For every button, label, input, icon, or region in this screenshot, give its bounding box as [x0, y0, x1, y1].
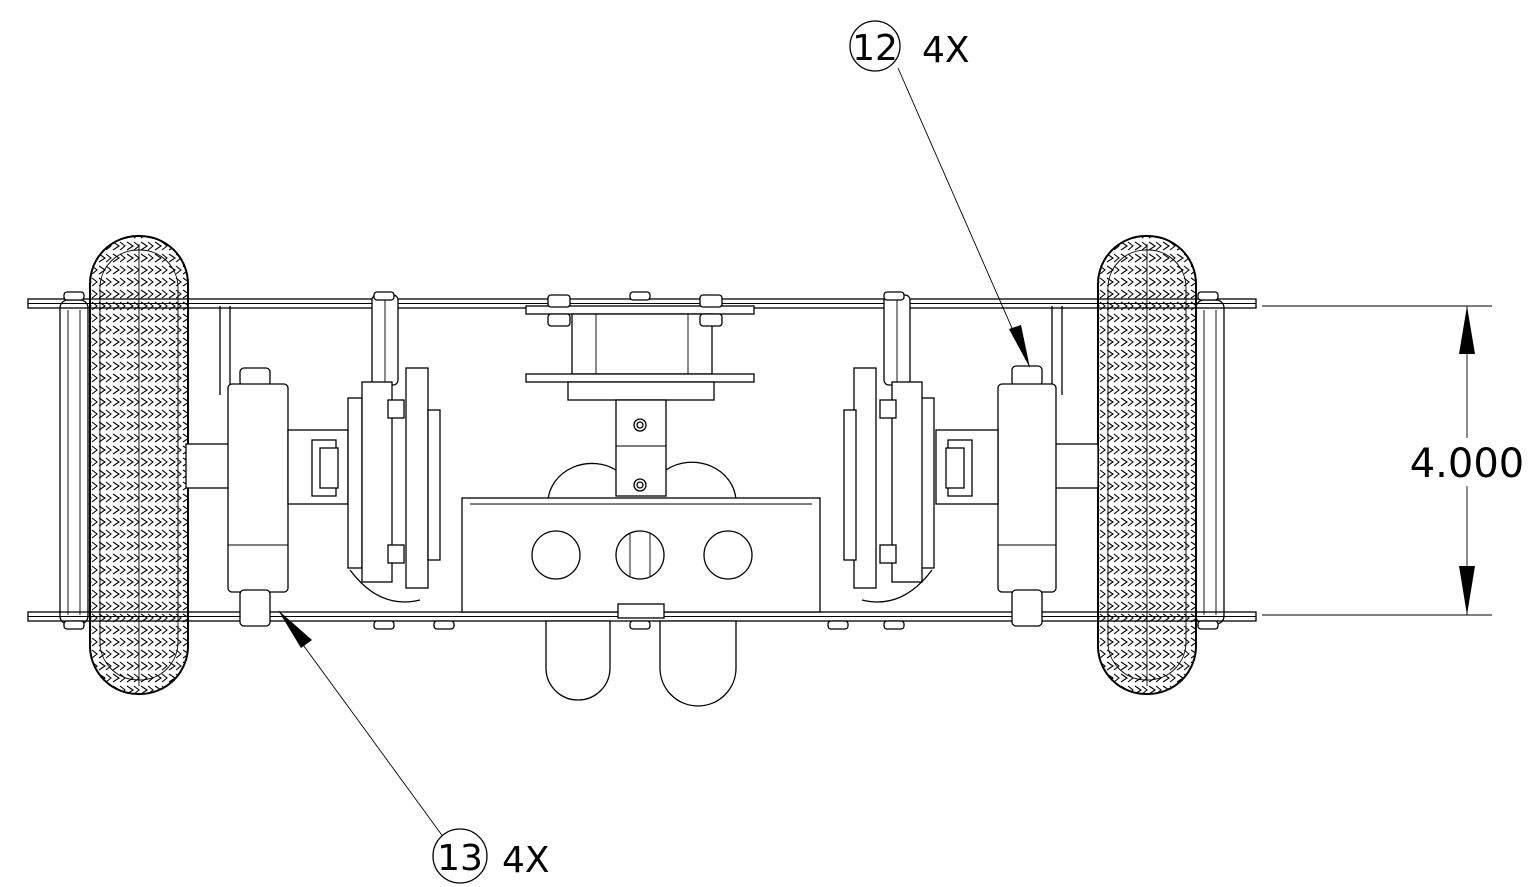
left-motor-assembly: [227, 367, 441, 627]
left-wheel: [59, 235, 189, 695]
center-caster-assembly: [461, 294, 821, 707]
dimension-arrow-down-icon: [1459, 566, 1475, 615]
dimension-arrow-up-icon: [1459, 306, 1475, 354]
balloon-item-number: 13: [437, 838, 483, 879]
dimension-value: 4.000: [1410, 441, 1525, 487]
leader-arrow-icon: [278, 610, 312, 648]
dimension-4000: 4.000: [1262, 305, 1525, 616]
balloon-quantity: 4X: [502, 840, 550, 881]
fastener-heads: [63, 291, 1219, 630]
balloon-item-number: 12: [852, 28, 898, 69]
leader-arrow-icon: [1009, 325, 1030, 368]
right-frame: [883, 294, 1099, 489]
balloon-callout-13: 13 4X: [278, 610, 550, 884]
right-motor-assembly: [843, 365, 1057, 627]
balloon-quantity: 4X: [922, 30, 970, 71]
right-wheel: [1097, 235, 1225, 695]
balloon-callout-12: 12 4X: [849, 20, 1030, 368]
left-frame: [185, 294, 399, 489]
